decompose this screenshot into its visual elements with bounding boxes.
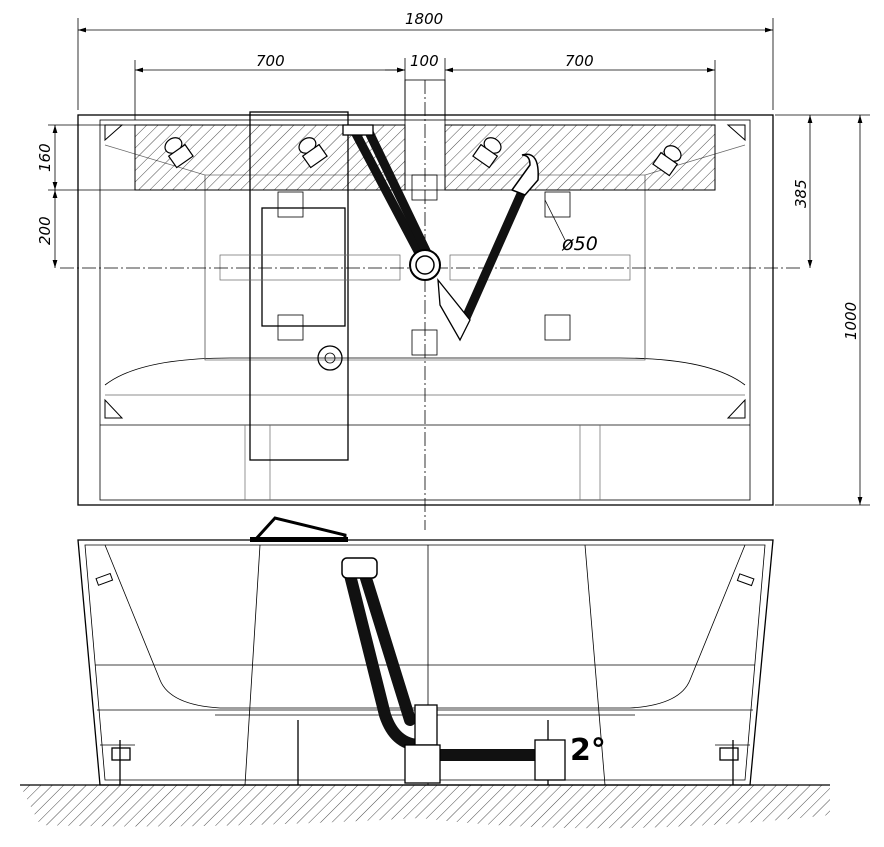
dim-text-200: 200 — [36, 216, 54, 245]
dimension-left: 160 200 — [36, 124, 135, 268]
mounting-points — [277, 174, 571, 356]
dim-text-1800: 1800 — [405, 10, 443, 28]
dim-text-700-right: 700 — [565, 52, 594, 70]
drain-assembly-side — [341, 557, 566, 784]
dim-text-385: 385 — [792, 179, 810, 208]
dim-text-diameter: ø50 — [561, 233, 598, 255]
slope-label: 2° — [570, 733, 606, 768]
dimension-overall-width: 1800 — [77, 10, 774, 110]
side-view: 2° — [20, 516, 830, 829]
dimension-offsets: 700 100 700 — [134, 52, 716, 120]
dimension-right: 385 1000 — [775, 114, 870, 506]
jet-nozzles — [164, 137, 682, 177]
dim-text-700-left: 700 — [256, 52, 285, 70]
top-view: ø50 — [60, 79, 800, 530]
floor-hatch — [20, 785, 830, 829]
dim-text-160: 160 — [36, 143, 54, 172]
dim-text-1000: 1000 — [842, 302, 860, 340]
overflow-pipes-top — [342, 124, 539, 342]
dim-text-100: 100 — [410, 52, 439, 70]
